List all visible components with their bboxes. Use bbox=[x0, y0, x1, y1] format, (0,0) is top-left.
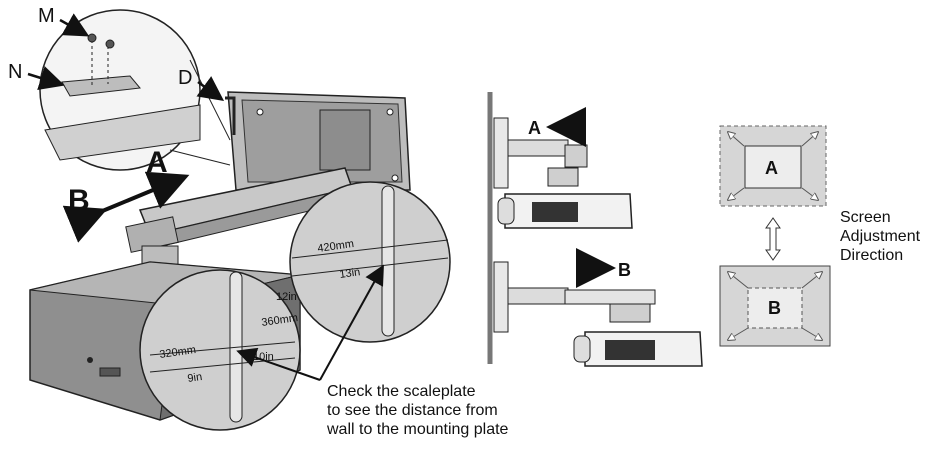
screen-caption: Screen Adjustment Direction bbox=[840, 208, 920, 265]
note-line-1: Check the scaleplate bbox=[327, 383, 476, 400]
scale-right-in-bottom: 10in bbox=[253, 351, 274, 363]
label-b-screen: B bbox=[768, 298, 781, 318]
scale-bottom-mm: 320mm bbox=[159, 344, 197, 361]
label-n: N bbox=[8, 61, 22, 83]
label-d: D bbox=[178, 67, 192, 89]
middle-side-views: A B bbox=[487, 92, 703, 367]
label-a-screen: A bbox=[765, 158, 778, 178]
note-line-3: wall to the mounting plate bbox=[327, 421, 509, 438]
label-b-left: B bbox=[68, 184, 90, 217]
screen-caption-line-1: Screen bbox=[840, 209, 891, 226]
scale-right-in-top: 12in bbox=[276, 291, 297, 303]
label-m: M bbox=[38, 5, 55, 27]
scale-top-in: 13in bbox=[339, 266, 361, 281]
scaleplate-note: Check the scaleplate to see the distance… bbox=[327, 382, 508, 439]
note-line-2: to see the distance from bbox=[327, 402, 498, 419]
label-b-mid: B bbox=[618, 260, 631, 280]
screen-adjustment: A B bbox=[719, 125, 831, 347]
label-a-mid: A bbox=[528, 118, 541, 138]
screen-caption-line-2: Adjustment bbox=[840, 228, 921, 245]
scale-bottom-in: 9in bbox=[187, 371, 203, 385]
screen-caption-line-3: Direction bbox=[840, 247, 904, 264]
label-a-left: A bbox=[146, 146, 168, 179]
left-assembly: M N D A B 420mm 13in 320mm 9in 360mm 12i… bbox=[8, 5, 451, 431]
scale-right-mm: 360mm bbox=[261, 312, 299, 329]
scale-top-mm: 420mm bbox=[317, 238, 355, 255]
